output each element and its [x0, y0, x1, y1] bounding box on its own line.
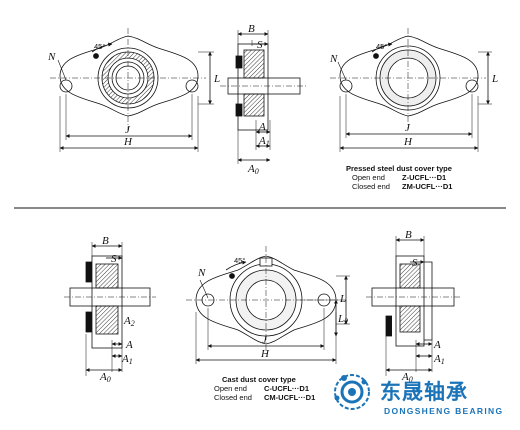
top-front-view-1 — [50, 28, 214, 152]
label-b: B — [102, 235, 109, 247]
bottom-side-view-1 — [64, 242, 156, 376]
caption-title: Pressed steel dust cover type — [346, 164, 452, 173]
label-a1: A1 — [121, 353, 133, 366]
label-h: H — [123, 136, 133, 148]
label-a: A — [125, 339, 133, 351]
label-h: H — [403, 136, 413, 148]
label-n: N — [329, 53, 338, 65]
label-s: S — [412, 257, 418, 269]
bottom-side-view-2 — [366, 236, 460, 376]
bearing-logo-icon — [334, 374, 370, 410]
label-a: A — [433, 339, 441, 351]
watermark-cn: 东晟轴承 — [380, 380, 468, 404]
label-j: J — [125, 124, 131, 136]
label-b: B — [405, 229, 412, 241]
caption-cast-cover: Cast dust cover type Open end C-UCFL···D… — [214, 375, 315, 402]
caption-row2-label: Closed end — [214, 393, 252, 402]
label-n: N — [197, 267, 206, 279]
label-h: H — [260, 348, 270, 360]
label-n: N — [47, 51, 56, 63]
label-l: L — [339, 293, 346, 305]
caption-row1-code: Z-UCFL···D1 — [402, 173, 446, 182]
caption-row2-code: CM-UCFL···D1 — [264, 393, 315, 402]
label-l: L — [491, 73, 498, 85]
caption-row1-label: Open end — [352, 173, 385, 182]
label-a0: A0 — [247, 163, 259, 176]
label-a1: A1 — [258, 135, 270, 148]
label-a0: A0 — [99, 371, 111, 384]
label-a: A — [258, 121, 266, 133]
caption-row2-code: ZM-UCFL···D1 — [402, 182, 452, 191]
label-angle: 45° — [234, 256, 245, 265]
label-s: S — [111, 253, 117, 265]
label-l2: L2 — [337, 313, 348, 326]
label-s: S — [257, 39, 263, 51]
bottom-front-view — [186, 246, 350, 364]
label-angle: 45° — [94, 42, 105, 51]
caption-row2-label: Closed end — [352, 182, 390, 191]
top-front-view-2 — [330, 28, 492, 152]
dongsheng-logo: 东晟轴承 DONGSHENG BEARING — [334, 374, 503, 416]
label-angle: 45° — [376, 42, 387, 51]
caption-title: Cast dust cover type — [222, 375, 296, 384]
caption-row1-code: C-UCFL···D1 — [264, 384, 309, 393]
caption-pressed-steel: Pressed steel dust cover type Open end Z… — [346, 164, 452, 191]
label-a1: A1 — [433, 353, 445, 366]
label-a0: A0 — [401, 371, 413, 384]
label-j: J — [262, 334, 268, 346]
label-j: J — [405, 122, 411, 134]
caption-row1-label: Open end — [214, 384, 247, 393]
top-side-view — [220, 30, 306, 164]
label-b: B — [248, 23, 255, 35]
label-a2: A2 — [123, 315, 135, 328]
label-l: L — [213, 73, 220, 85]
watermark-en: DONGSHENG BEARING — [384, 406, 503, 416]
